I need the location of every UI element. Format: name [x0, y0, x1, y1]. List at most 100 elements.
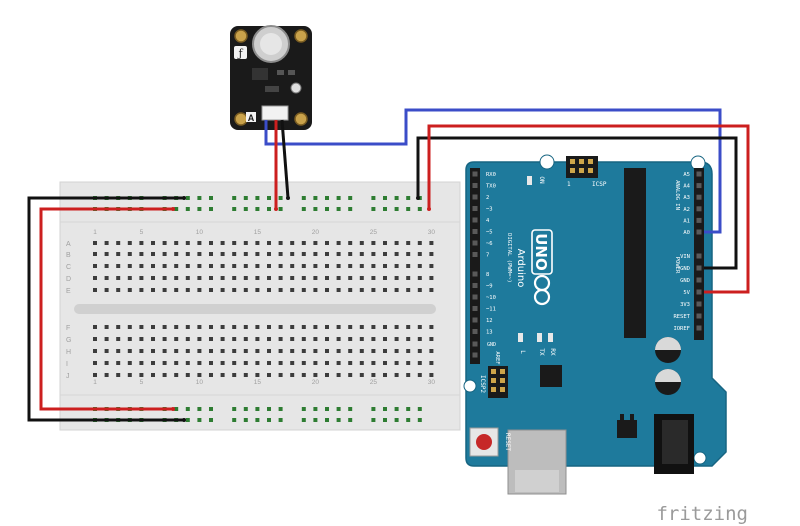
breadboard-hole — [301, 241, 306, 245]
wire-end — [171, 407, 175, 411]
breadboard-hole — [301, 337, 306, 341]
breadboard-hole — [174, 361, 179, 365]
digital-pin-socket[interactable] — [472, 283, 478, 288]
row-letter: E — [66, 288, 71, 295]
breadboard-hole — [359, 337, 364, 341]
power-pin-socket[interactable] — [696, 289, 702, 295]
rail-hole — [185, 407, 190, 411]
breadboard-hole — [151, 252, 155, 256]
digital-pin-socket[interactable] — [472, 306, 478, 311]
breadboard-hole — [151, 337, 155, 341]
breadboard-hole — [336, 241, 341, 245]
breadboard-hole — [290, 373, 295, 377]
power-pin-socket[interactable] — [696, 277, 702, 283]
breadboard-hole — [174, 325, 179, 329]
breadboard-hole — [209, 349, 213, 353]
sensor-logo: ƒ — [236, 47, 243, 60]
breadboard-hole — [127, 325, 132, 329]
digital-pin-socket[interactable] — [472, 341, 478, 347]
digital-pin-socket[interactable] — [472, 252, 478, 257]
breadboard-hole — [417, 337, 422, 341]
rail-hole — [406, 418, 411, 422]
breadboard-hole — [139, 361, 144, 365]
digital-pin-socket[interactable] — [472, 194, 478, 200]
analog-pin-socket[interactable] — [696, 206, 702, 212]
breadboard-hole — [371, 276, 376, 280]
rail-hole — [174, 207, 179, 211]
analog-pin-socket[interactable] — [696, 217, 702, 223]
breadboard-hole — [336, 349, 341, 353]
digital-pin-socket[interactable] — [472, 206, 478, 211]
wire-end — [182, 196, 186, 200]
breadboard-hole — [162, 241, 167, 245]
uno-text: UNO — [532, 233, 550, 271]
breadboard-hole — [104, 325, 109, 329]
arduino-wordmark: Arduino — [515, 249, 526, 288]
breadboard-hole — [139, 373, 144, 377]
breadboard-hole — [185, 252, 190, 256]
breadboard-hole — [267, 241, 271, 245]
power-pin-socket[interactable] — [696, 301, 702, 307]
breadboard-hole — [278, 373, 283, 377]
analog-pin-label: A0 — [683, 230, 690, 236]
breadboard-hole — [162, 288, 167, 292]
digital-header-label: DIGITAL (PWM=~) — [506, 233, 512, 283]
rail-hole — [325, 407, 329, 411]
analog-pin-socket[interactable] — [696, 229, 702, 235]
power-pin-socket[interactable] — [696, 265, 702, 271]
wire-end — [286, 196, 290, 200]
breadboard-hole — [243, 337, 248, 341]
rail-hole — [267, 418, 271, 422]
breadboard-hole — [383, 337, 387, 341]
power-pin-label: GND — [680, 278, 690, 284]
breadboard-hole — [394, 325, 399, 329]
rx-led — [548, 333, 553, 342]
breadboard-hole — [267, 361, 271, 365]
breadboard-hole — [383, 276, 387, 280]
digital-pin-socket[interactable] — [472, 171, 478, 177]
digital-pin-socket[interactable] — [472, 183, 478, 188]
digital-pin-socket[interactable] — [472, 229, 478, 234]
digital-pin-socket[interactable] — [472, 240, 478, 246]
breadboard-hole — [93, 349, 97, 353]
breadboard-hole — [348, 337, 353, 341]
digital-pin-socket[interactable] — [472, 317, 478, 323]
breadboard-hole — [139, 288, 144, 292]
icsp-pin — [570, 159, 575, 164]
breadboard-hole — [174, 241, 179, 245]
breadboard-hole — [232, 276, 237, 280]
sensor-component-3 — [265, 86, 279, 92]
analog-pin-socket[interactable] — [696, 171, 702, 177]
breadboard-hole — [127, 361, 132, 365]
digital-pin-socket[interactable] — [472, 217, 478, 223]
breadboard-hole — [162, 349, 167, 353]
digital-pin-socket[interactable] — [472, 294, 478, 300]
breadboard-hole — [406, 276, 411, 280]
column-number: 15 — [254, 229, 262, 236]
analog-pin-socket[interactable] — [696, 183, 702, 189]
breadboard-hole — [139, 349, 144, 353]
reset-button-cap[interactable] — [476, 434, 492, 450]
power-pin-socket[interactable] — [696, 313, 702, 319]
digital-pin-socket[interactable] — [472, 329, 478, 334]
analog-pin-socket[interactable] — [696, 194, 702, 200]
digital-pin-label: ~10 — [486, 295, 496, 301]
breadboard-hole — [371, 349, 376, 353]
breadboard-hole — [267, 337, 271, 341]
power-pin-socket[interactable] — [696, 325, 702, 331]
breadboard-hole — [267, 276, 271, 280]
breadboard-hole — [139, 252, 144, 256]
breadboard-hole — [116, 288, 121, 292]
breadboard-hole — [417, 288, 422, 292]
rail-hole — [174, 407, 179, 411]
breadboard-hole — [383, 264, 387, 268]
digital-pin-socket[interactable] — [472, 271, 478, 277]
breadboard-hole — [197, 241, 202, 245]
breadboard-hole — [290, 349, 295, 353]
power-pin-socket[interactable] — [696, 253, 702, 259]
breadboard-hole — [267, 252, 271, 256]
sensor-mount-hole-bl — [234, 112, 248, 126]
digital-pin-socket[interactable] — [472, 352, 478, 358]
breadboard-hole — [359, 252, 364, 256]
